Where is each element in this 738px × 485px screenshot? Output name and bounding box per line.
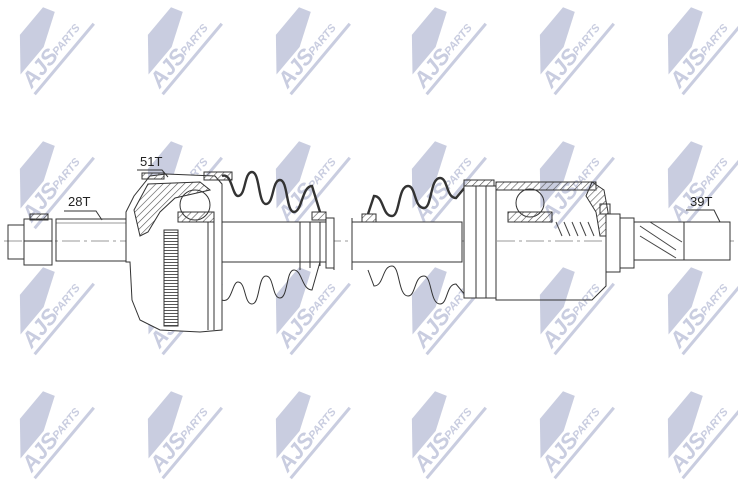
label-39t: 39T — [690, 194, 713, 209]
intermediate-shaft — [221, 217, 463, 270]
leader-39t — [686, 209, 721, 223]
inner-spline-shaft — [633, 221, 731, 261]
abs-tooth-ring — [163, 229, 179, 327]
label-51t: 51T — [140, 154, 163, 169]
inner-boot — [366, 176, 467, 218]
inner-cv-joint — [463, 181, 635, 301]
outer-stub-nut — [7, 213, 53, 266]
label-28t: 28T — [68, 194, 91, 209]
leader-51t — [137, 169, 169, 178]
outer-boot — [221, 170, 322, 214]
outer-cv-joint — [125, 171, 233, 333]
leader-28t — [64, 210, 103, 221]
tripod-splines — [555, 221, 595, 237]
outer-spline-shaft — [55, 218, 127, 262]
